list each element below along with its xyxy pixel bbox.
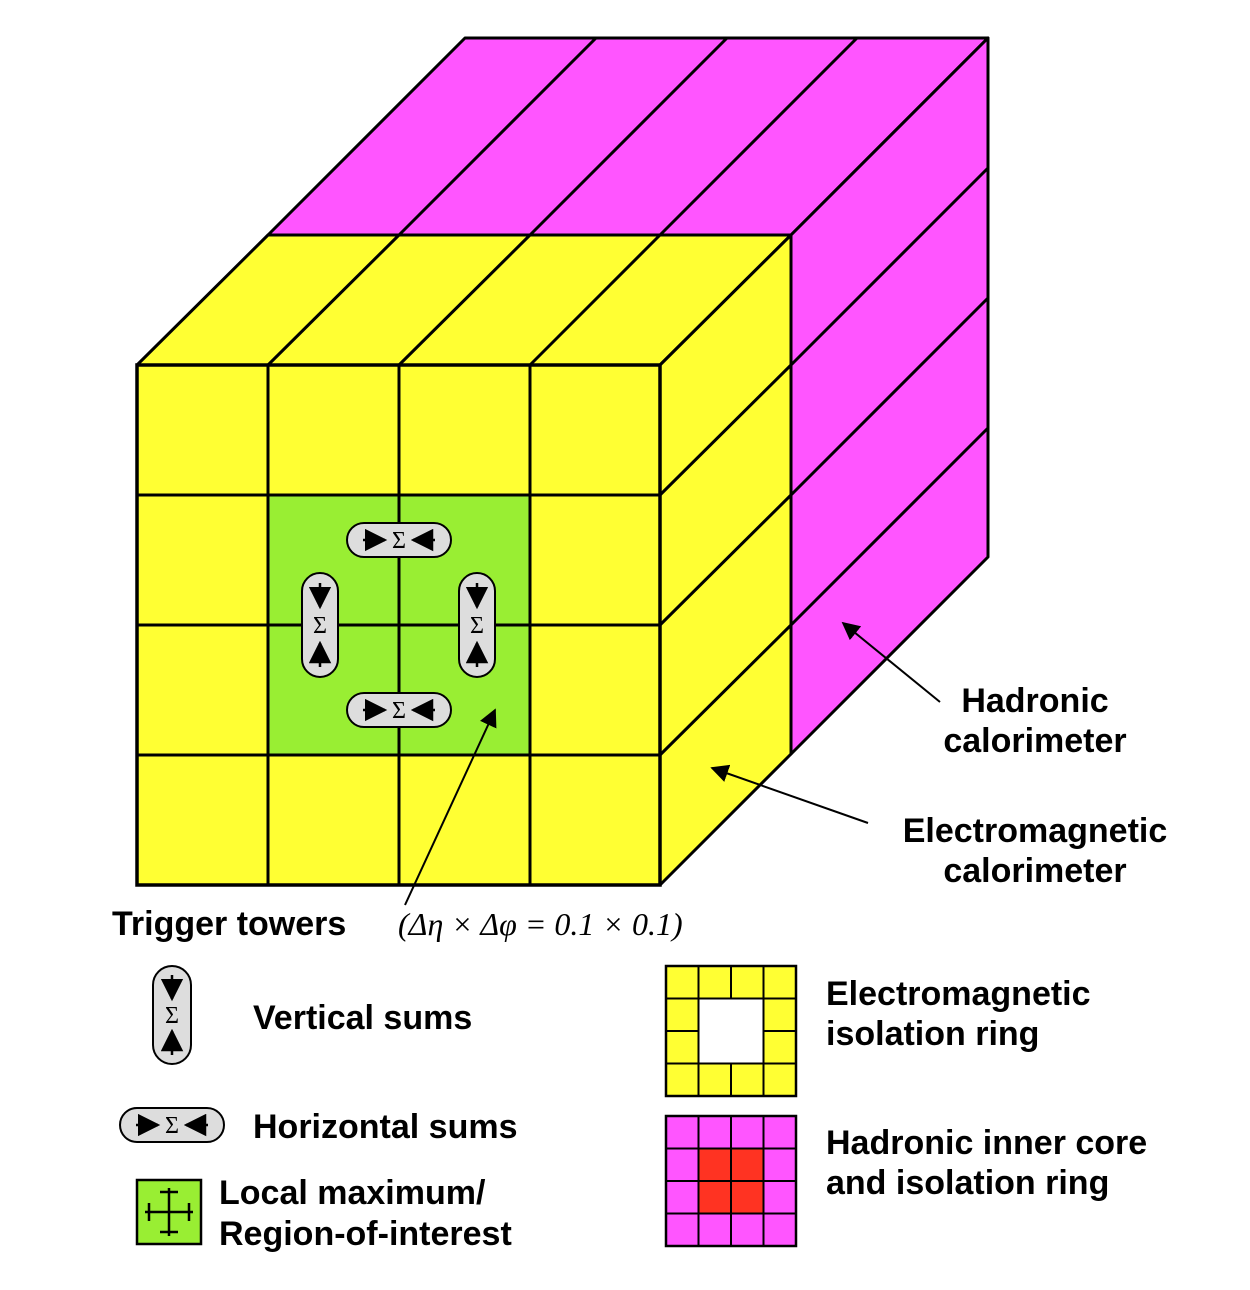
legend-em-isolation-ring-icon [664,964,798,1098]
em-label-line2: calorimeter [943,852,1126,890]
trigger-towers-label: Trigger towers [112,905,346,943]
sigma-label: Σ [392,528,406,554]
legend-roi-label-line1: Local maximum/ [219,1174,486,1212]
legend-horizontal-sums-label: Horizontal sums [253,1108,517,1146]
legend-roi-icon [135,1178,203,1246]
legend-vertical-sums-label: Vertical sums [253,999,472,1037]
sigma-label: Σ [165,1003,179,1029]
legend-had-ring-label-line1: Hadronic inner core [826,1124,1147,1162]
legend-roi-label-line2: Region-of-interest [219,1215,512,1253]
legend-hadronic-core-ring-icon [664,1114,798,1248]
trigger-tower-pointer-arrow [404,708,497,906]
legend-em-ring-label-line1: Electromagnetic [826,975,1091,1013]
hadronic-label-line1: Hadronic [961,682,1108,720]
em-cell-lines [137,233,793,885]
legend-vertical-sum-icon: Σ [152,965,192,1065]
sigma-label: Σ [392,698,406,724]
legend-had-ring-label-line2: and isolation ring [826,1164,1109,1202]
sigma-label: Σ [313,613,327,639]
vertical-sum-right: Σ [458,572,496,678]
electromagnetic-calorimeter [135,233,793,887]
sigma-label: Σ [165,1113,179,1139]
legend-em-ring-label-line2: isolation ring [826,1015,1039,1053]
granularity-label: (Δη × Δφ = 0.1 × 0.1) [398,906,683,942]
hadronic-cell-lines [397,36,990,627]
hadronic-label-line2: calorimeter [943,722,1126,760]
horizontal-sum-top: Σ [346,522,452,558]
em-pointer-arrow [710,764,869,824]
sigma-label: Σ [470,613,484,639]
legend-horizontal-sum-icon: Σ [119,1107,225,1143]
horizontal-sum-bottom: Σ [346,692,452,728]
vertical-sum-left: Σ [301,572,339,678]
hadronic-pointer-arrow [841,621,941,703]
em-label-line1: Electromagnetic [903,812,1168,850]
